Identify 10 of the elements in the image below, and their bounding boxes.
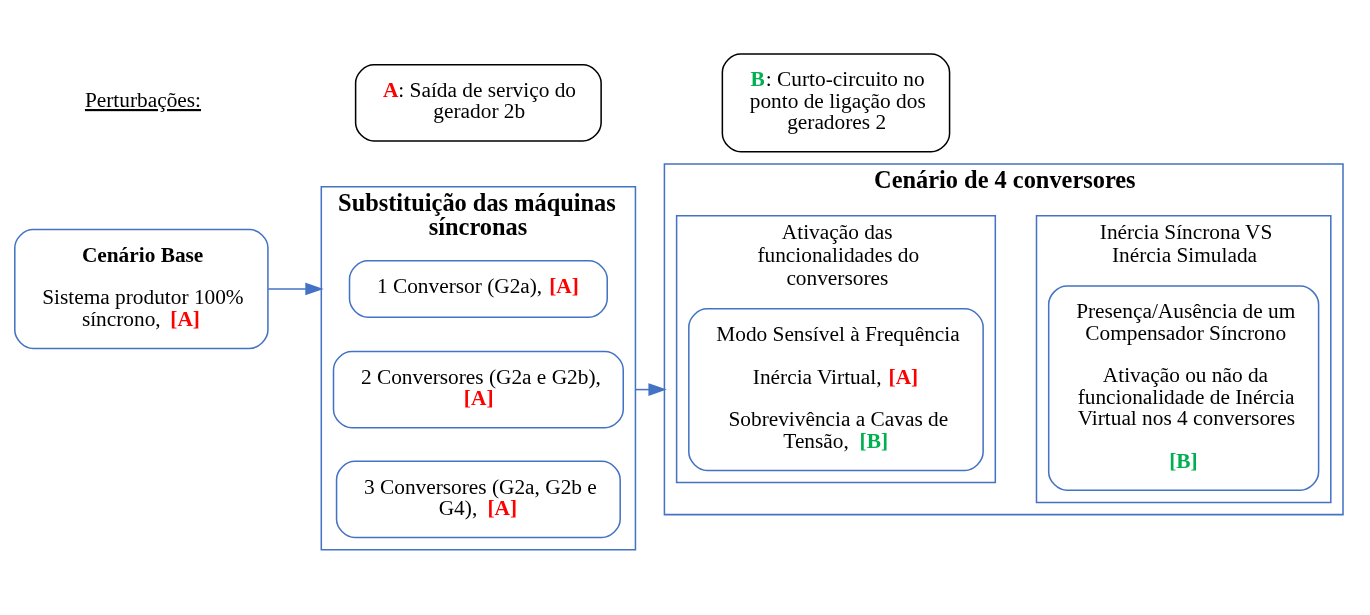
node-box: B: Curto-circuito no ponto de ligação dos geradores 2	[721, 52, 951, 152]
node-box: A: Saída de serviço do gerador 2b	[354, 63, 602, 142]
arrow	[267, 282, 324, 295]
node-box: Cenário Base Sistema produtor 100% síncrono, [A]	[14, 228, 269, 349]
node-box: 3 Conversores (G2a, G2b e G4), [A]	[335, 460, 621, 538]
node-box: 1 Conversor (G2a), [A]	[348, 259, 608, 318]
node-box: 2 Conversores (G2a e G2b), [A]	[332, 350, 624, 428]
node-box: Presença/Ausência de um Compensador Síncrono Ativação ou não da funcionalidade de Inércia Virtual nos 4 conversores [B]	[1047, 284, 1320, 491]
label: Perturbações:	[84, 87, 202, 112]
node-box: Modo Sensível à Frequência Inércia Virtual, [A] Sobrevivência a Cavas de Tensão, [B]	[688, 307, 984, 471]
